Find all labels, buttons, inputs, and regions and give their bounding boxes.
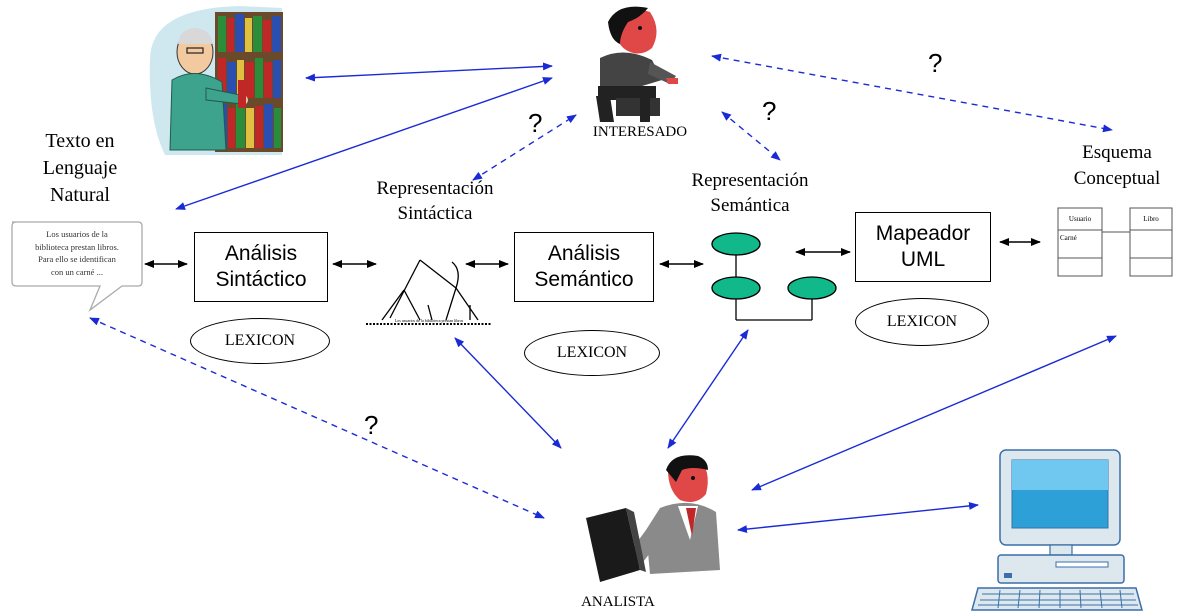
question-mark: ? (364, 410, 379, 440)
lexicon-ellipse-semantico: LEXICON (524, 330, 660, 376)
syntax-tree (366, 259, 492, 325)
lexicon-ellipse-mapeador: LEXICON (855, 298, 989, 346)
semantic-node (787, 276, 837, 300)
interesado-clipart (596, 6, 678, 122)
speech-bubble (11, 221, 143, 312)
label-texto-lenguaje-natural: Texto en Lenguaje Natural (42, 130, 118, 206)
uml-class1-attr: Carné (1060, 234, 1077, 242)
flow-arrows (144, 238, 1041, 268)
analista-clipart (586, 455, 720, 582)
uml-class2-name: Libro (1143, 215, 1159, 223)
question-mark: ? (762, 96, 777, 126)
semantic-node (711, 232, 761, 256)
label-analista: ANALISTA (581, 594, 655, 610)
semantic-network (711, 232, 837, 321)
label-representacion-sintactica: Representación Sintáctica (376, 178, 494, 224)
question-mark: ? (928, 48, 943, 78)
uml-diagram (1057, 207, 1173, 277)
box-analisis-sintactico: Análisis Sintáctico (194, 232, 328, 302)
speech-bubble-text: Los usuarios de la biblioteca prestan li… (35, 229, 119, 277)
label-representacion-semantica: Representación Semántica (691, 170, 809, 216)
label-esquema-conceptual: Esquema Conceptual (1073, 142, 1161, 189)
computer-clipart (971, 449, 1143, 611)
label-interesado: INTERESADO (592, 124, 688, 140)
question-mark: ? (528, 108, 543, 138)
tree-caption: Los usuarios de la biblioteca prestan li… (394, 318, 464, 323)
relation-arrows-dashed (89, 53, 1113, 519)
librarian-clipart (149, 6, 283, 155)
box-mapeador-uml: Mapeador UML (855, 212, 991, 282)
lexicon-ellipse-sintactico: LEXICON (190, 318, 330, 364)
semantic-node (711, 276, 761, 300)
uml-class1-name: Usuario (1068, 215, 1092, 223)
box-analisis-semantico: Análisis Semántico (514, 232, 654, 302)
